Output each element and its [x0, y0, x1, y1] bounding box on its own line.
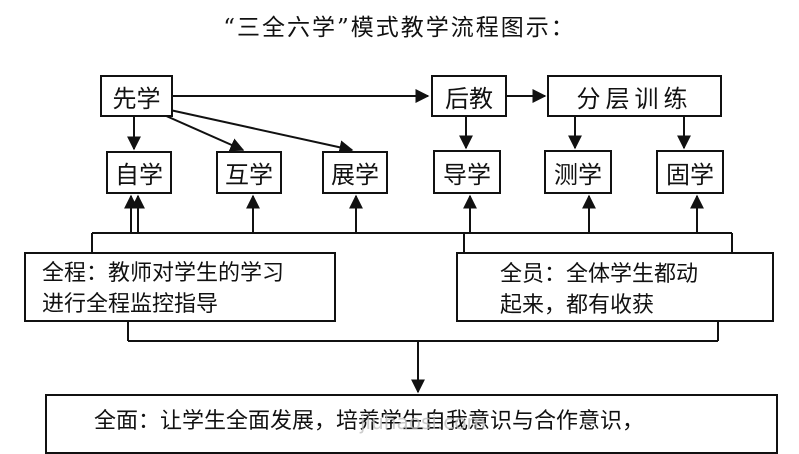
- node-fenceng-xunlian: 分层训练: [547, 75, 722, 117]
- node-xianxue: 先学: [100, 75, 173, 117]
- box-quanyuan: 全员：全体学生都动 起来，都有收获: [456, 252, 774, 322]
- node-houjiao: 后教: [431, 75, 507, 117]
- box-quancheng: 全程：教师对学生的学习 进行全程监控指导: [24, 252, 336, 322]
- node-zixue: 自学: [106, 151, 172, 194]
- node-daoxue: 导学: [433, 150, 501, 194]
- watermark: jiuhaosi.com: [360, 410, 487, 434]
- diagram-title: “三全六学”模式教学流程图示：: [223, 15, 576, 41]
- quancheng-line-2: 进行全程监控指导: [42, 292, 219, 317]
- quanyuan-line-2: 起来，都有收获: [500, 293, 655, 318]
- flowchart: “三全六学”模式教学流程图示： 先学 后教 分层训练 自学 互学 展学 导学 测…: [24, 15, 778, 454]
- arrow-xianxue-zhanxue: [169, 109, 354, 155]
- node-zhanxue: 展学: [322, 151, 388, 194]
- node-cexue: 测学: [544, 150, 612, 194]
- quanmian-line-1: 全面：让学生全面发展，培养学生自我意识与合作意识，: [94, 409, 645, 434]
- quanyuan-line-1: 全员：全体学生都动: [500, 262, 699, 287]
- arrow-xianxue-huxue: [163, 114, 245, 152]
- quancheng-line-1: 全程：教师对学生的学习: [42, 261, 285, 286]
- node-huxue: 互学: [216, 151, 282, 194]
- connector-lines: [91, 89, 733, 394]
- node-guxue: 固学: [656, 150, 724, 194]
